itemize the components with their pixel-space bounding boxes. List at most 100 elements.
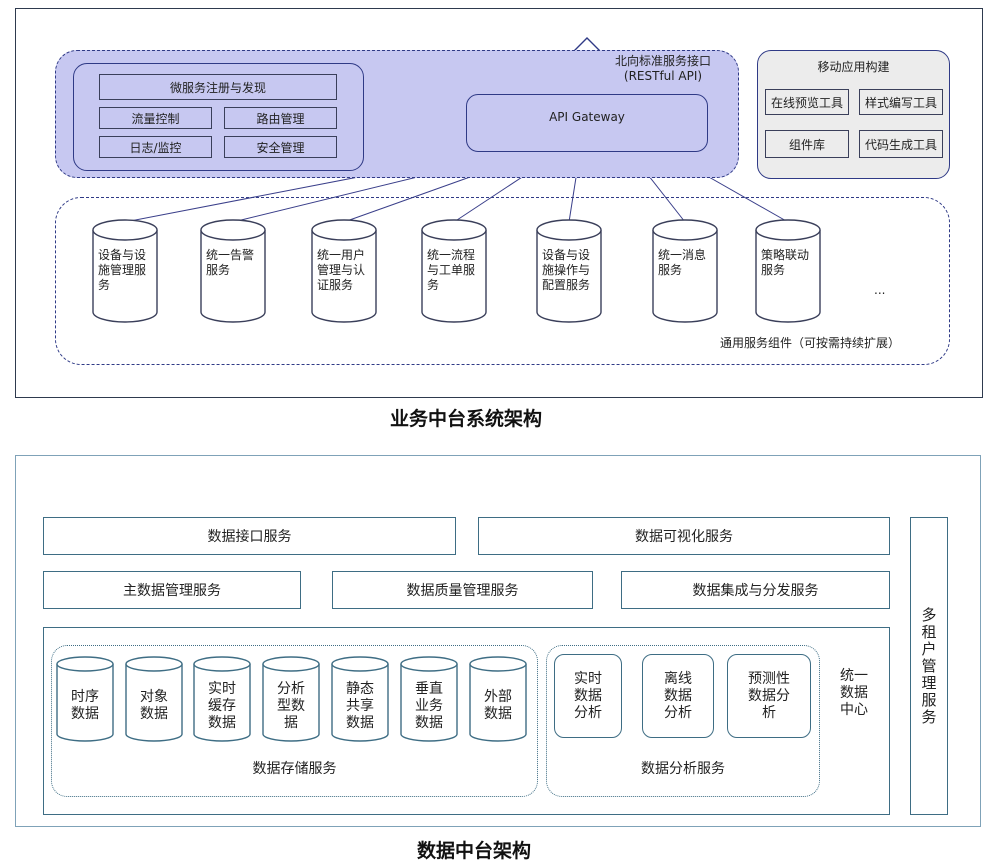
storage-cylinder bbox=[331, 656, 389, 742]
component-library-box: 组件库 bbox=[765, 130, 849, 158]
routing-box: 路由管理 bbox=[224, 107, 337, 129]
storage-label-line: 数据 bbox=[484, 706, 512, 722]
master-data-service: 主数据管理服务 bbox=[43, 571, 301, 609]
service-label-line: 管理与认 bbox=[317, 263, 366, 277]
storage-label-line: 据 bbox=[284, 714, 298, 731]
storage-label: 外部数据 bbox=[470, 689, 526, 723]
data-visualization-service: 数据可视化服务 bbox=[478, 517, 890, 555]
storage-label: 垂直业务数据 bbox=[401, 681, 457, 732]
service-label-line: 务 bbox=[427, 278, 440, 292]
tenant-char: 理 bbox=[921, 673, 937, 692]
center-label-line: 中心 bbox=[840, 702, 868, 718]
storage-cylinder bbox=[193, 656, 251, 742]
storage-label-line: 数据 bbox=[71, 706, 99, 722]
storage-label: 实时缓存数据 bbox=[194, 681, 250, 732]
service-label-line: 配置服务 bbox=[542, 278, 591, 292]
storage-label: 时序数据 bbox=[57, 689, 113, 723]
style-tool-box: 样式编写工具 bbox=[859, 89, 943, 115]
tenant-char: 管 bbox=[921, 656, 937, 675]
tenant-char: 务 bbox=[921, 707, 937, 726]
business-platform-frame bbox=[15, 8, 983, 398]
service-label: 统一用户管理与认证服务 bbox=[317, 248, 377, 293]
storage-label-line: 垂直 bbox=[415, 680, 443, 697]
service-label: 设备与设施操作与配置服务 bbox=[542, 248, 602, 293]
north-interface-title: 北向标准服务接口 bbox=[614, 54, 711, 68]
service-label-line: 施操作与 bbox=[542, 263, 591, 277]
data-platform-frame bbox=[15, 455, 981, 827]
realtime-analysis-line: 数据 bbox=[574, 687, 602, 704]
security-box: 安全管理 bbox=[224, 136, 337, 158]
storage-cylinder bbox=[400, 656, 458, 742]
storage-label-line: 缓存 bbox=[208, 697, 236, 714]
service-cylinder bbox=[311, 219, 377, 323]
business-platform-caption: 业务中台系统架构 bbox=[389, 408, 542, 430]
service-label-line: 服务 bbox=[658, 263, 683, 277]
north-interface-subtitle: (RESTful API) bbox=[623, 69, 703, 83]
offline-analysis-line: 离线 bbox=[664, 670, 692, 687]
tenant-char: 多 bbox=[921, 605, 937, 624]
service-label-line: 统一用户 bbox=[317, 248, 366, 262]
service-label-line: 证服务 bbox=[317, 278, 354, 292]
offline-analysis-box: 离线 数据 分析 bbox=[642, 654, 714, 738]
service-label-line: 统一告警 bbox=[206, 248, 255, 262]
storage-service-group bbox=[51, 645, 538, 797]
storage-service-label: 数据存储服务 bbox=[252, 761, 337, 777]
service-cylinder bbox=[200, 219, 266, 323]
storage-cylinder bbox=[262, 656, 320, 742]
realtime-analysis-line: 分析 bbox=[574, 704, 602, 721]
storage-label-line: 实时 bbox=[208, 680, 236, 697]
data-quality-service: 数据质量管理服务 bbox=[332, 571, 593, 609]
storage-label-line: 静态 bbox=[346, 680, 374, 697]
service-cylinder bbox=[755, 219, 821, 323]
predictive-analysis-line: 预测性 bbox=[748, 670, 790, 687]
realtime-analysis-line: 实时 bbox=[574, 670, 602, 687]
storage-label-line: 对象 bbox=[140, 689, 168, 705]
storage-label-line: 业务 bbox=[415, 697, 443, 714]
predictive-analysis-line: 析 bbox=[762, 704, 776, 721]
service-label-line: 与工单服 bbox=[427, 263, 476, 277]
service-label: 统一消息服务 bbox=[658, 248, 718, 278]
storage-label-line: 分析 bbox=[277, 680, 305, 697]
tenant-char: 服 bbox=[921, 690, 937, 709]
traffic-control-box: 流量控制 bbox=[99, 107, 212, 129]
service-label: 统一流程与工单服务 bbox=[427, 248, 487, 293]
service-cylinder bbox=[92, 219, 158, 323]
service-label-line: 服务 bbox=[206, 263, 231, 277]
mobile-build-title: 移动应用构建 bbox=[817, 60, 890, 74]
analysis-service-label: 数据分析服务 bbox=[641, 761, 725, 777]
log-monitor-box: 日志/监控 bbox=[99, 136, 212, 158]
service-label-line: 施管理服 bbox=[98, 263, 147, 277]
registry-box: 微服务注册与发现 bbox=[99, 74, 337, 100]
data-integration-service: 数据集成与分发服务 bbox=[621, 571, 890, 609]
storage-label: 静态共享数据 bbox=[332, 681, 388, 732]
center-label-line: 数据 bbox=[840, 685, 868, 701]
storage-label-line: 外部 bbox=[484, 689, 512, 705]
predictive-analysis-box: 预测性 数据分 析 bbox=[727, 654, 811, 738]
preview-tool-box: 在线预览工具 bbox=[765, 89, 849, 115]
service-cylinder bbox=[421, 219, 487, 323]
offline-analysis-line: 分析 bbox=[664, 704, 692, 721]
microservice-group bbox=[73, 63, 364, 171]
storage-label-line: 时序 bbox=[71, 689, 99, 705]
service-label-line: 设备与设 bbox=[542, 248, 591, 262]
common-services-zone bbox=[55, 197, 950, 365]
tenant-char: 户 bbox=[921, 639, 937, 658]
storage-label: 对象数据 bbox=[126, 689, 182, 723]
storage-cylinder bbox=[56, 656, 114, 742]
codegen-tool-box: 代码生成工具 bbox=[859, 130, 943, 158]
storage-label-line: 数据 bbox=[415, 714, 443, 731]
realtime-analysis-box: 实时 数据 分析 bbox=[554, 654, 622, 738]
data-interface-service: 数据接口服务 bbox=[43, 517, 456, 555]
service-label: 统一告警服务 bbox=[206, 248, 266, 278]
storage-cylinder bbox=[125, 656, 183, 742]
data-platform-caption: 数据中台架构 bbox=[416, 840, 531, 862]
north-interface-label: 北向标准服务接口 (RESTful API) bbox=[608, 54, 718, 84]
service-label-line: 策略联动 bbox=[761, 248, 810, 262]
storage-label-line: 数据 bbox=[346, 714, 374, 731]
api-gateway-label: API Gateway bbox=[549, 110, 625, 124]
storage-label-line: 共享 bbox=[346, 697, 374, 714]
service-label-line: 设备与设 bbox=[98, 248, 147, 262]
predictive-analysis-line: 数据分 bbox=[748, 687, 790, 704]
